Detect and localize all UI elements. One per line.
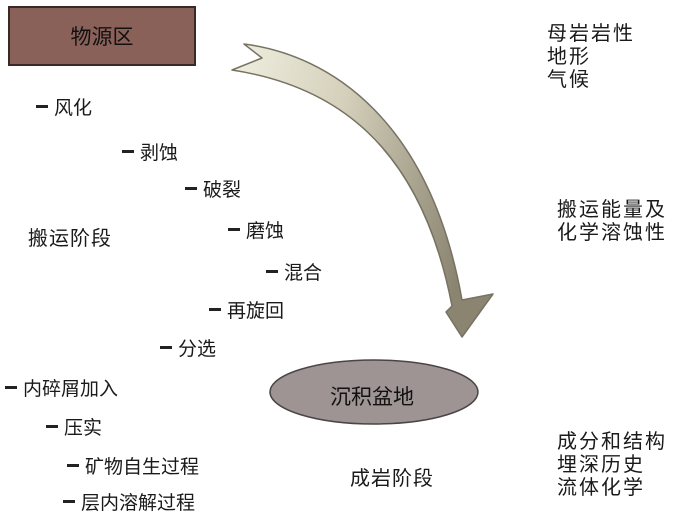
dash-mark bbox=[209, 308, 221, 311]
diagenesis-step: 压实 bbox=[46, 413, 102, 440]
dash-mark bbox=[228, 228, 240, 231]
diagenesis-step: 层内溶解过程 bbox=[63, 488, 195, 515]
dash-mark bbox=[46, 425, 58, 428]
source-property: 母岩岩性 bbox=[547, 21, 635, 45]
diagenesis-step: 矿物自生过程 bbox=[67, 452, 199, 479]
basin-property: 流体化学 bbox=[557, 475, 645, 499]
transport-step: 分选 bbox=[160, 334, 216, 361]
dash-mark bbox=[63, 500, 75, 503]
transport-step: 混合 bbox=[266, 258, 322, 285]
transport-property: 化学溶蚀性 bbox=[557, 220, 667, 244]
source-property: 地形 bbox=[547, 44, 591, 68]
transport-step: 风化 bbox=[36, 93, 92, 120]
transport-step: 再旋回 bbox=[209, 296, 284, 323]
dash-mark bbox=[160, 346, 172, 349]
transport-properties: 搬运能量及 化学溶蚀性 bbox=[557, 198, 667, 244]
basin-properties: 成分和结构 埋深历史 流体化学 bbox=[557, 430, 667, 499]
transport-step: 剥蚀 bbox=[122, 138, 178, 165]
source-area-box: 物源区 bbox=[8, 6, 196, 66]
curved-arrow bbox=[231, 43, 494, 338]
dash-mark bbox=[67, 464, 79, 467]
dash-mark bbox=[185, 187, 197, 190]
transport-step: 破裂 bbox=[185, 175, 241, 202]
basin-label: 沉积盆地 bbox=[330, 385, 414, 409]
dash-mark bbox=[36, 105, 48, 108]
dash-mark bbox=[5, 386, 17, 389]
basin-property: 成分和结构 bbox=[557, 429, 667, 453]
diagenesis-stage-label: 成岩阶段 bbox=[350, 466, 434, 490]
source-property: 气候 bbox=[547, 67, 591, 91]
transport-property: 搬运能量及 bbox=[557, 197, 667, 221]
source-properties: 母岩岩性 地形 气候 bbox=[547, 22, 635, 91]
dash-mark bbox=[266, 270, 278, 273]
basin-property: 埋深历史 bbox=[557, 452, 645, 476]
dash-mark bbox=[122, 150, 134, 153]
source-area-label: 物源区 bbox=[70, 25, 134, 49]
transport-step: 磨蚀 bbox=[228, 216, 284, 243]
diagenesis-step: 内碎屑加入 bbox=[5, 374, 118, 401]
basin-ellipse bbox=[269, 359, 479, 425]
transport-stage-label: 搬运阶段 bbox=[28, 226, 112, 250]
